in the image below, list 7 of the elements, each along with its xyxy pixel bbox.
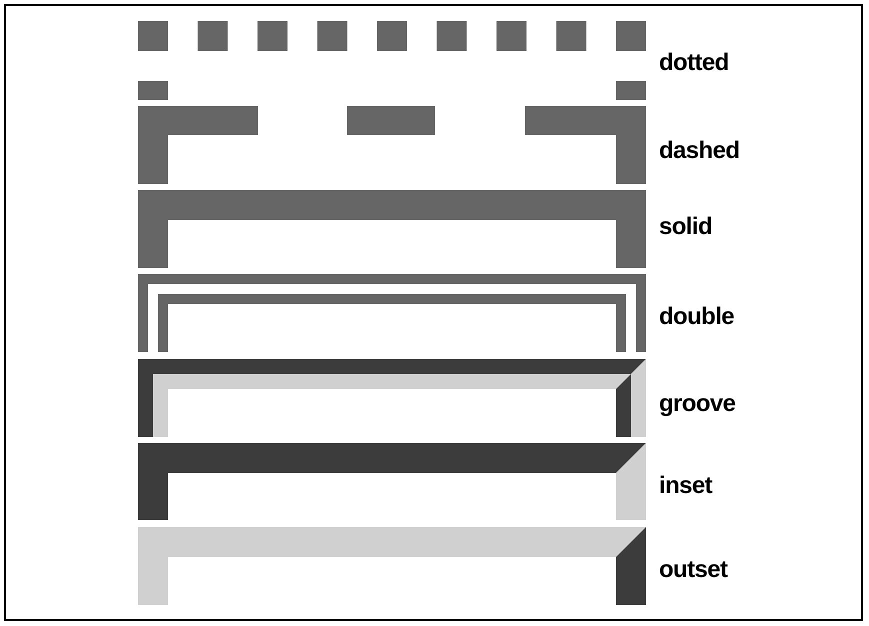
style-label: groove — [659, 390, 736, 418]
style-label: solid — [659, 213, 712, 241]
style-label: double — [659, 303, 734, 331]
style-label: outset — [659, 556, 728, 584]
style-label: dotted — [659, 49, 729, 77]
style-label: inset — [659, 472, 712, 500]
style-label: dashed — [659, 137, 740, 165]
